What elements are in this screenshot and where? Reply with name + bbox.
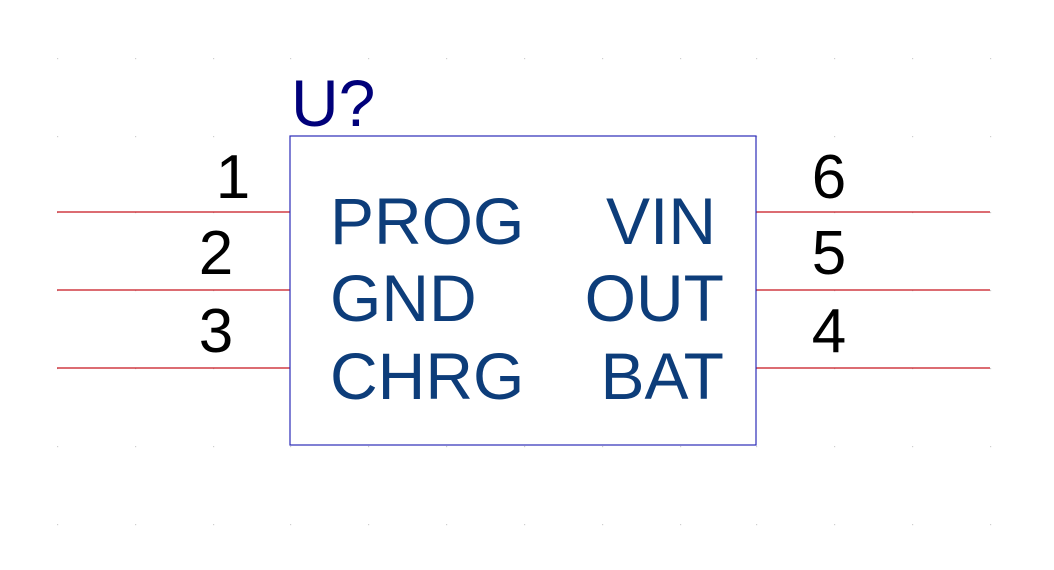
grid-dot (57, 446, 59, 448)
pin-1-name: PROG (330, 184, 524, 258)
grid-dot (57, 212, 59, 214)
grid-dot (290, 446, 292, 448)
grid-dot (912, 524, 914, 526)
grid-dot (368, 58, 370, 60)
grid-dot (446, 524, 448, 526)
pin-6-name: VIN (606, 184, 716, 258)
grid-dot (990, 212, 992, 214)
grid-dot (756, 524, 758, 526)
grid-dot (135, 212, 137, 214)
grid-dot (990, 524, 992, 526)
grid-dot (368, 524, 370, 526)
grid-dot (834, 136, 836, 138)
grid-dot (680, 524, 682, 526)
grid-dot (524, 58, 526, 60)
grid-dot (213, 524, 215, 526)
grid-dot (213, 446, 215, 448)
pin-3-name: CHRG (330, 339, 524, 413)
pin-4-number: 4 (812, 297, 846, 366)
pin-4-name: BAT (601, 339, 724, 413)
pin-5-name: OUT (585, 261, 724, 335)
grid-dot (290, 58, 292, 60)
grid-dot (213, 136, 215, 138)
grid-dot (213, 58, 215, 60)
grid-dot (602, 58, 604, 60)
grid-dot (135, 524, 137, 526)
grid-dot (834, 446, 836, 448)
pin-5-number: 5 (812, 219, 846, 288)
grid-dot (57, 524, 59, 526)
grid-dot (602, 446, 604, 448)
component-body[interactable] (289, 135, 757, 446)
pin-3-number: 3 (199, 297, 233, 366)
grid-dot (135, 136, 137, 138)
grid-dot (446, 58, 448, 60)
grid-dot (912, 136, 914, 138)
pin-2-name: GND (330, 261, 477, 335)
grid-dot (990, 446, 992, 448)
grid-dot (213, 212, 215, 214)
grid-dot (756, 446, 758, 448)
grid-dot (834, 58, 836, 60)
pin-6-number: 6 (812, 143, 846, 212)
grid-dot (912, 446, 914, 448)
pin-1-number: 1 (216, 143, 250, 212)
grid-dot (57, 136, 59, 138)
grid-dot (756, 58, 758, 60)
grid-dot (135, 446, 137, 448)
grid-dot (368, 446, 370, 448)
grid-dot (912, 212, 914, 214)
grid-dot (680, 446, 682, 448)
grid-dot (990, 290, 992, 292)
grid-dot (912, 58, 914, 60)
grid-dot (524, 446, 526, 448)
pin-2-number: 2 (199, 219, 233, 288)
grid-dot (57, 58, 59, 60)
grid-dot (834, 212, 836, 214)
grid-dot (680, 58, 682, 60)
grid-dot (990, 368, 992, 370)
grid-dot (990, 58, 992, 60)
grid-dot (834, 524, 836, 526)
grid-dot (290, 524, 292, 526)
component-refdes[interactable]: U? (291, 66, 375, 140)
grid-dot (524, 524, 526, 526)
grid-dot (135, 58, 137, 60)
grid-dot (990, 136, 992, 138)
grid-dot (446, 446, 448, 448)
grid-dot (602, 524, 604, 526)
